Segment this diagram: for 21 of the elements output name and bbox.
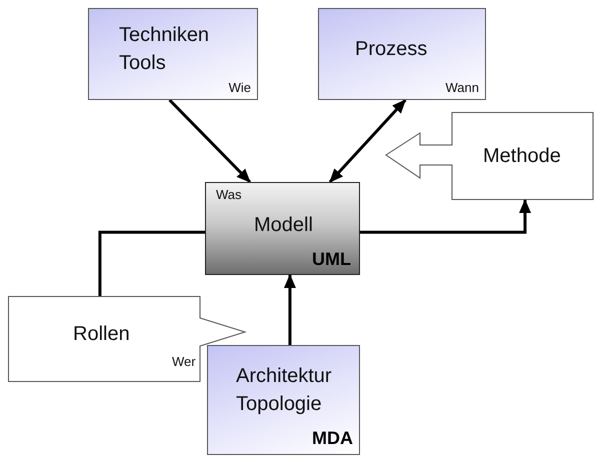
arrow-callout bbox=[385, 112, 594, 200]
connector-arrow bbox=[168, 98, 252, 184]
box-note: Wer bbox=[172, 354, 196, 369]
box-title: Modell bbox=[254, 213, 313, 238]
central-box bbox=[205, 182, 360, 275]
box-note: Was bbox=[216, 187, 242, 202]
box-note: MDA bbox=[312, 428, 353, 448]
box-note: UML bbox=[312, 249, 351, 269]
box-title: Techniken Tools bbox=[119, 23, 210, 76]
box-title: Methode bbox=[483, 144, 561, 169]
connector-arrow bbox=[328, 98, 406, 184]
box-title: Prozess bbox=[355, 37, 428, 62]
box-title: Architektur Topologie bbox=[236, 364, 333, 417]
process-box bbox=[318, 8, 486, 100]
box-title: Rollen bbox=[73, 322, 130, 347]
connector-arrow bbox=[360, 199, 532, 234]
process-box bbox=[207, 345, 360, 455]
process-box bbox=[88, 8, 258, 100]
box-note: Wann bbox=[446, 80, 479, 95]
connector-arrow bbox=[284, 274, 296, 345]
box-note: Wie bbox=[228, 80, 251, 95]
